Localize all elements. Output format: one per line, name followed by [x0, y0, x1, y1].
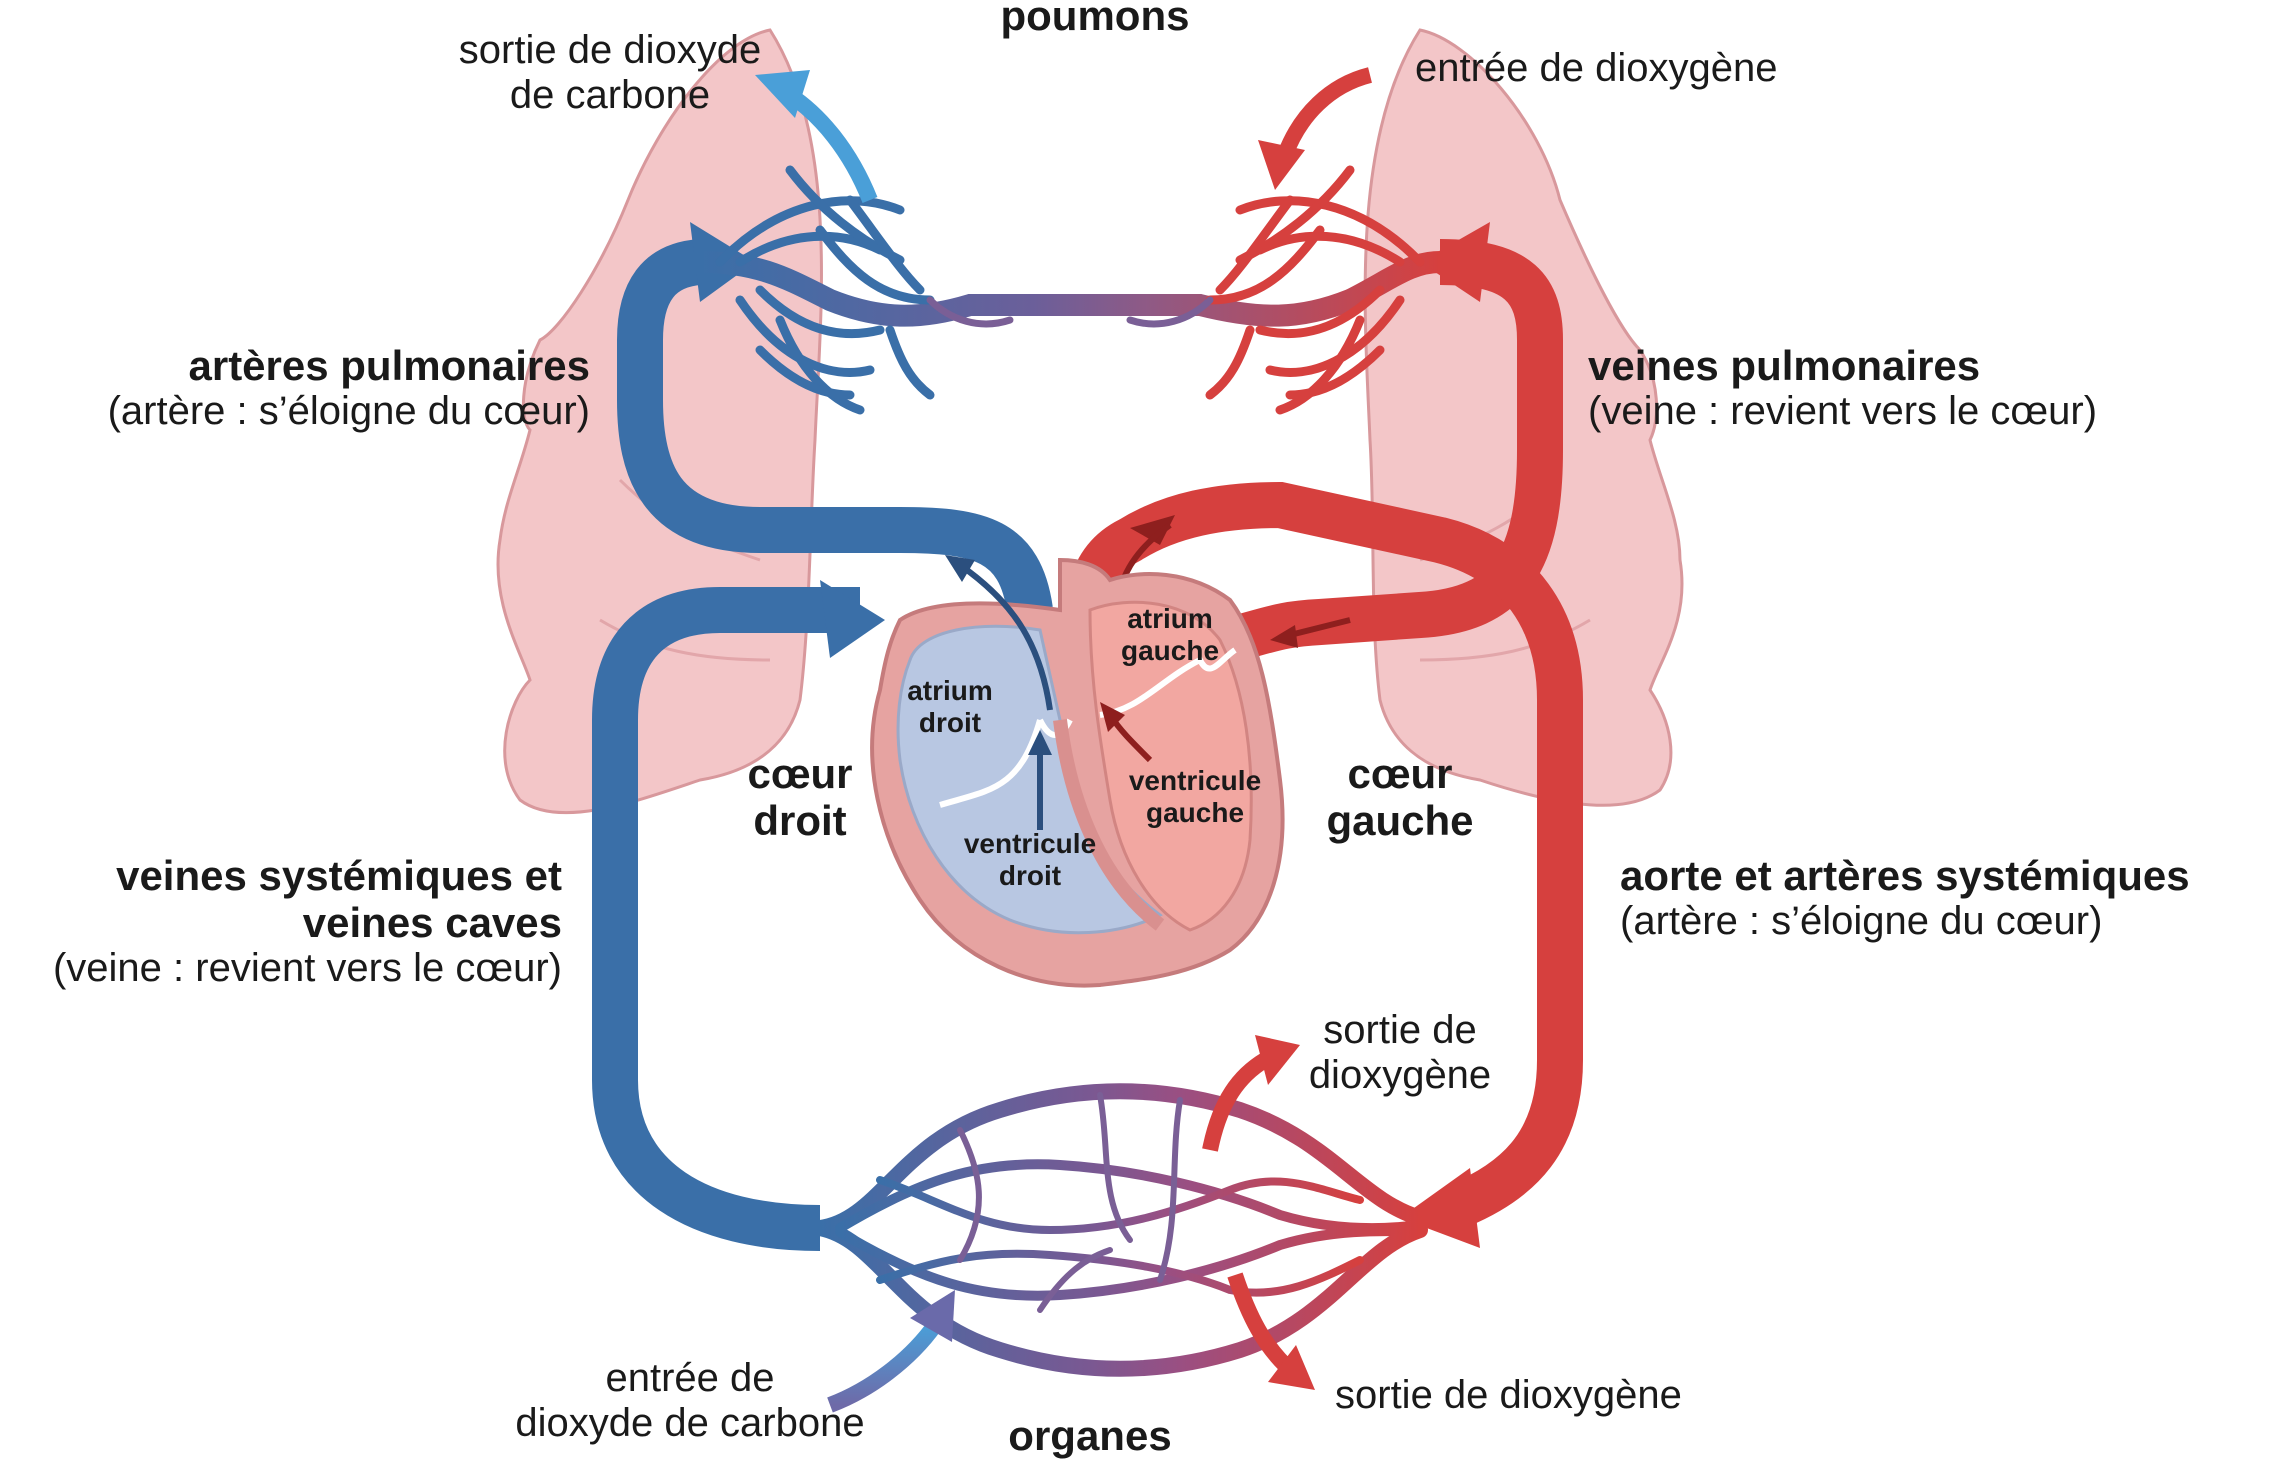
pulmonary-arteries-note: (artère : s’éloigne du cœur): [107, 389, 590, 434]
right-ventricle-line2: droit: [998, 860, 1062, 892]
pulmonary-arteries-title: artères pulmonaires: [188, 342, 590, 389]
co2-in-organs-arrow: [827, 1320, 942, 1413]
pulmonary-vein-arrowhead: [1420, 222, 1490, 302]
organs-title: organes: [1008, 1412, 1172, 1459]
left-ventricle-label: ventricule gauche: [1110, 765, 1280, 829]
vessel-loops: [592, 222, 1583, 1251]
co2-in-organs-label: entrée de dioxyde de carbone: [480, 1356, 900, 1446]
pulmonary-artery-path: [617, 239, 1053, 614]
systemic-veins-note: (veine : revient vers le cœur): [52, 946, 562, 991]
lungs-title: poumons: [1000, 0, 1190, 39]
systemic-veins-label: veines systémiques et veines caves (vein…: [0, 852, 562, 991]
right-atrium-label: atrium droit: [880, 675, 1020, 739]
right-ventricle-line1: ventricule: [963, 828, 1097, 859]
o2-in-lungs-arrowhead: [1258, 140, 1305, 190]
aorta-note: (artère : s’éloigne du cœur): [1620, 899, 2103, 944]
co2-in-organs-line2: dioxyde de carbone: [515, 1400, 865, 1445]
systemic-vein-arrowhead: [820, 580, 885, 658]
o2-out-organs-bottom-arrow: [1227, 1272, 1291, 1371]
left-ventricle-line1: ventricule: [1128, 765, 1262, 796]
organ-capillaries: [812, 1083, 1428, 1377]
pulmonary-veins-label: veines pulmonaires (veine : revient vers…: [1588, 342, 2097, 434]
o2-out-organs-top-line1: sortie de: [1323, 1008, 1477, 1052]
left-heart-line1: cœur: [1347, 750, 1453, 797]
systemic-veins-title-line1: veines systémiques et: [116, 852, 562, 899]
co2-out-lungs-line2: de carbone: [509, 72, 711, 117]
o2-in-lungs-label: entrée de dioxygène: [1415, 46, 1778, 90]
left-atrium-line2: gauche: [1120, 635, 1220, 667]
pulmonary-veins-note: (veine : revient vers le cœur): [1588, 389, 2098, 434]
right-atrium-line2: droit: [918, 707, 982, 739]
o2-out-organs-bottom-label: sortie de dioxygène: [1335, 1373, 1682, 1417]
left-atrium-label: atrium gauche: [1100, 603, 1240, 667]
heart: [870, 555, 1351, 988]
o2-out-organs-bottom-arrowhead: [1268, 1345, 1315, 1390]
o2-out-organs-top-line2: dioxygène: [1308, 1052, 1492, 1097]
systemic-vein-path: [592, 587, 860, 1251]
right-ventricle-label: ventricule droit: [945, 828, 1115, 892]
o2-out-organs-top-label: sortie de dioxygène: [1290, 1008, 1510, 1098]
co2-out-lungs-label: sortie de dioxyde de carbone: [420, 28, 800, 118]
o2-in-lungs-arrow: [1277, 67, 1373, 158]
right-heart-label: cœur droit: [700, 750, 900, 844]
aorta-arrowhead: [1400, 1168, 1480, 1248]
pulmonary-veins-title: veines pulmonaires: [1588, 342, 1981, 389]
systemic-veins-title-line2: veines caves: [302, 899, 562, 947]
co2-in-organs-line1: entrée de: [605, 1356, 775, 1400]
lung-capillaries: [689, 165, 1451, 415]
right-heart-line2: droit: [753, 797, 847, 845]
left-heart-line2: gauche: [1326, 797, 1474, 845]
left-heart-chamber: [1088, 600, 1253, 932]
co2-out-lungs-arrowhead: [755, 70, 810, 118]
left-ventricle-line2: gauche: [1145, 797, 1245, 829]
aorta-title: aorte et artères systémiques: [1620, 852, 2190, 899]
right-atrium-line1: atrium: [907, 675, 993, 706]
co2-out-lungs-line1: sortie de dioxyde: [458, 28, 762, 72]
left-heart-label: cœur gauche: [1290, 750, 1510, 844]
co2-in-organs-arrowhead: [910, 1290, 955, 1342]
o2-out-organs-top-arrowhead: [1255, 1035, 1300, 1085]
pulmonary-arteries-label: artères pulmonaires (artère : s’éloigne …: [0, 342, 590, 434]
left-atrium-line1: atrium: [1127, 603, 1213, 634]
aorta-label: aorte et artères systémiques (artère : s…: [1620, 852, 2190, 944]
right-heart-line1: cœur: [747, 750, 853, 797]
aortic-arch-arrowhead: [1130, 515, 1175, 545]
aorta-path: [1063, 481, 1583, 1227]
co2-out-lungs-arrow: [785, 88, 878, 203]
o2-out-organs-top-arrow: [1202, 1053, 1270, 1152]
